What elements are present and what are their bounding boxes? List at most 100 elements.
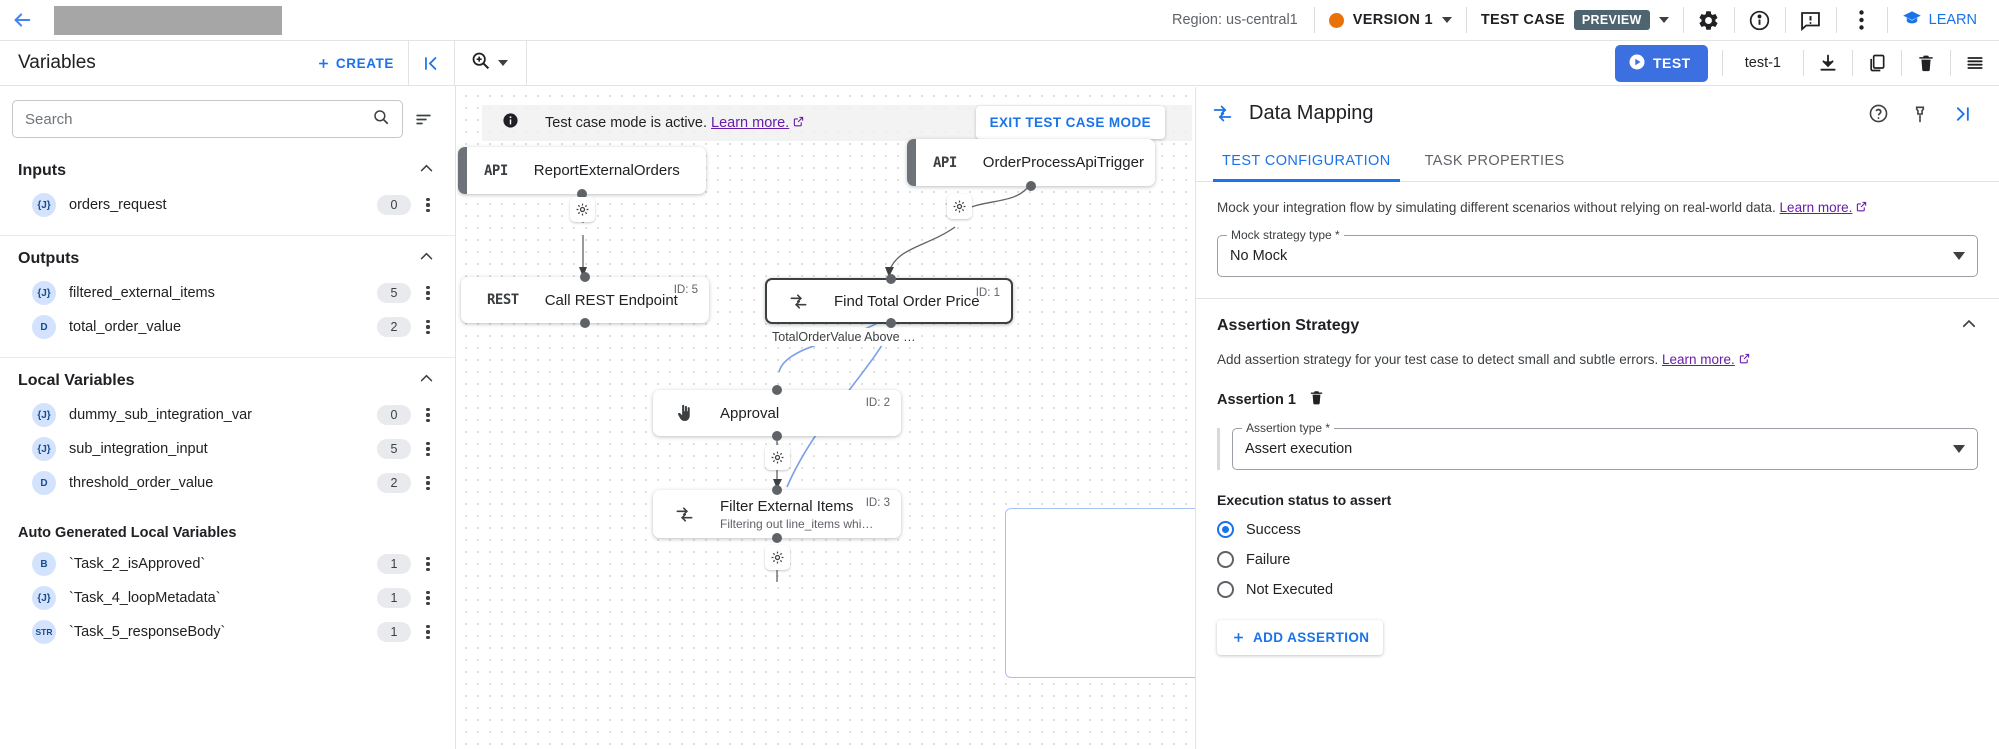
node-output-port[interactable]	[772, 533, 782, 543]
more-vertical-icon[interactable]	[415, 556, 441, 572]
list-item[interactable]: D threshold_order_value 2	[0, 466, 455, 500]
add-assertion-button[interactable]: ADD ASSERTION	[1217, 620, 1384, 656]
zoom-control[interactable]	[470, 41, 527, 85]
section-header-local-variables[interactable]: Local Variables	[0, 358, 455, 398]
node-input-port[interactable]	[772, 385, 782, 395]
assertion-strategy-header[interactable]: Assertion Strategy	[1196, 299, 1999, 342]
edge-gear-icon[interactable]	[570, 197, 595, 222]
list-item[interactable]: {J} orders_request 0	[0, 188, 455, 222]
node-output-port[interactable]	[1026, 181, 1036, 191]
learn-button[interactable]: LEARN	[1888, 8, 1999, 32]
download-icon[interactable]	[1804, 41, 1852, 85]
search-icon[interactable]	[372, 108, 390, 131]
more-vertical-icon[interactable]	[415, 624, 441, 640]
search-box[interactable]	[12, 100, 403, 138]
divider	[1465, 7, 1467, 33]
sidebar-section-auto-generated: Auto Generated Local Variables B `Task_2…	[0, 513, 455, 662]
trash-icon[interactable]	[1902, 41, 1950, 85]
node-order-process-api-trigger[interactable]: API OrderProcessApiTrigger	[907, 139, 1155, 191]
mock-strategy-type-select[interactable]: Mock strategy type * No Mock	[1217, 227, 1978, 277]
node-approval[interactable]: Approval ID: 2	[653, 385, 901, 441]
delete-assertion-icon[interactable]	[1308, 389, 1325, 411]
node-subtitle: Filtering out line_items whi…	[720, 516, 874, 531]
radio-button[interactable]	[1217, 521, 1234, 539]
preview-badge: PREVIEW	[1573, 10, 1650, 30]
more-vertical-icon[interactable]	[415, 590, 441, 606]
version-selector[interactable]: VERSION 1	[1315, 12, 1466, 28]
chevron-down-icon	[1953, 251, 1965, 260]
list-item[interactable]: B `Task_2_isApproved` 1	[0, 547, 455, 581]
type-badge: {J}	[32, 193, 56, 217]
test-label: TEST	[1652, 55, 1691, 71]
node-input-port[interactable]	[772, 485, 782, 495]
integration-canvas[interactable]: Test case mode is active. Learn more. EX…	[457, 87, 1195, 749]
settings-gear-icon[interactable]	[1684, 0, 1734, 41]
graduation-cap-icon	[1902, 8, 1922, 32]
radio-option-not-executed[interactable]: Not Executed	[1217, 581, 1978, 599]
variable-count: 1	[377, 622, 411, 642]
node-call-rest-endpoint[interactable]: REST Call REST Endpoint ID: 5	[461, 272, 709, 328]
node-report-external-orders[interactable]: API ReportExternalOrders	[458, 147, 706, 199]
edge-condition-label[interactable]: TotalOrderValue Above …	[767, 328, 921, 346]
assertion-type-select[interactable]: Assertion type * Assert execution	[1232, 421, 1978, 471]
node-input-port[interactable]	[580, 272, 590, 282]
section-header-auto-generated[interactable]: Auto Generated Local Variables	[0, 513, 455, 547]
exit-test-case-mode-button[interactable]: EXIT TEST CASE MODE	[975, 106, 1165, 139]
list-logs-icon[interactable]	[1951, 41, 1999, 85]
banner-text: Test case mode is active. Learn more.	[545, 115, 804, 131]
node-output-port[interactable]	[886, 318, 896, 328]
test-case-selector[interactable]: TEST CASE PREVIEW	[1467, 10, 1683, 30]
edge-gear-icon[interactable]	[765, 445, 790, 470]
pin-icon[interactable]	[1899, 93, 1941, 135]
info-icon[interactable]	[1735, 0, 1785, 41]
section-header-outputs[interactable]: Outputs	[0, 236, 455, 276]
tab-task-properties[interactable]: TASK PROPERTIES	[1424, 153, 1565, 169]
feedback-icon[interactable]	[1786, 0, 1836, 41]
node-group-outline[interactable]	[1005, 508, 1195, 678]
copy-icon[interactable]	[1853, 41, 1901, 85]
more-vertical-icon[interactable]	[415, 197, 441, 213]
node-input-port[interactable]	[886, 274, 896, 284]
list-item[interactable]: {J} filtered_external_items 5	[0, 276, 455, 310]
more-vertical-icon[interactable]	[415, 407, 441, 423]
create-variable-button[interactable]: CREATE	[302, 56, 408, 71]
help-circle-icon[interactable]	[1857, 93, 1899, 135]
run-test-button[interactable]: TEST	[1614, 44, 1708, 82]
learn-more-link[interactable]: Learn more.	[1661, 351, 1735, 367]
radio-button[interactable]	[1217, 581, 1234, 599]
collapse-right-icon[interactable]	[1941, 93, 1983, 135]
edge-gear-icon[interactable]	[765, 545, 790, 570]
node-output-port[interactable]	[772, 431, 782, 441]
node-filter-external-items[interactable]: Filter External Items Filtering out line…	[653, 485, 901, 543]
node-output-port[interactable]	[577, 189, 587, 199]
list-item[interactable]: D total_order_value 2	[0, 310, 455, 344]
list-item[interactable]: {J} sub_integration_input 5	[0, 432, 455, 466]
more-vertical-icon[interactable]	[415, 319, 441, 335]
tab-test-configuration[interactable]: TEST CONFIGURATION	[1205, 140, 1408, 182]
learn-more-link[interactable]: Learn more.	[1779, 200, 1853, 215]
node-output-port[interactable]	[580, 318, 590, 328]
radio-option-failure[interactable]: Failure	[1217, 551, 1978, 569]
node-accent-bar	[907, 139, 916, 186]
more-vertical-icon[interactable]	[415, 285, 441, 301]
sort-icon[interactable]	[403, 100, 443, 138]
assertion-item-label: Assertion 1	[1217, 392, 1296, 409]
list-item[interactable]: {J} dummy_sub_integration_var 0	[0, 398, 455, 432]
learn-more-link[interactable]: Learn more.	[711, 115, 790, 131]
radio-option-success[interactable]: Success	[1217, 521, 1978, 539]
radio-button[interactable]	[1217, 551, 1234, 569]
collapse-left-icon[interactable]	[408, 41, 454, 85]
right-details-panel: Data Mapping TEST CONFIGURATION TASK PRO…	[1195, 87, 1999, 749]
more-vertical-icon[interactable]	[1837, 0, 1887, 41]
variable-name: total_order_value	[69, 319, 182, 335]
edge-gear-icon[interactable]	[947, 194, 972, 219]
section-header-inputs[interactable]: Inputs	[0, 148, 455, 188]
variable-count: 1	[377, 554, 411, 574]
list-item[interactable]: {J} `Task_4_loopMetadata` 1	[0, 581, 455, 615]
back-arrow-icon[interactable]	[0, 0, 44, 41]
search-input[interactable]	[25, 110, 372, 128]
node-find-total-order-price[interactable]: Find Total Order Price ID: 1	[765, 274, 1013, 328]
more-vertical-icon[interactable]	[415, 441, 441, 457]
more-vertical-icon[interactable]	[415, 475, 441, 491]
list-item[interactable]: STR `Task_5_responseBody` 1	[0, 615, 455, 649]
